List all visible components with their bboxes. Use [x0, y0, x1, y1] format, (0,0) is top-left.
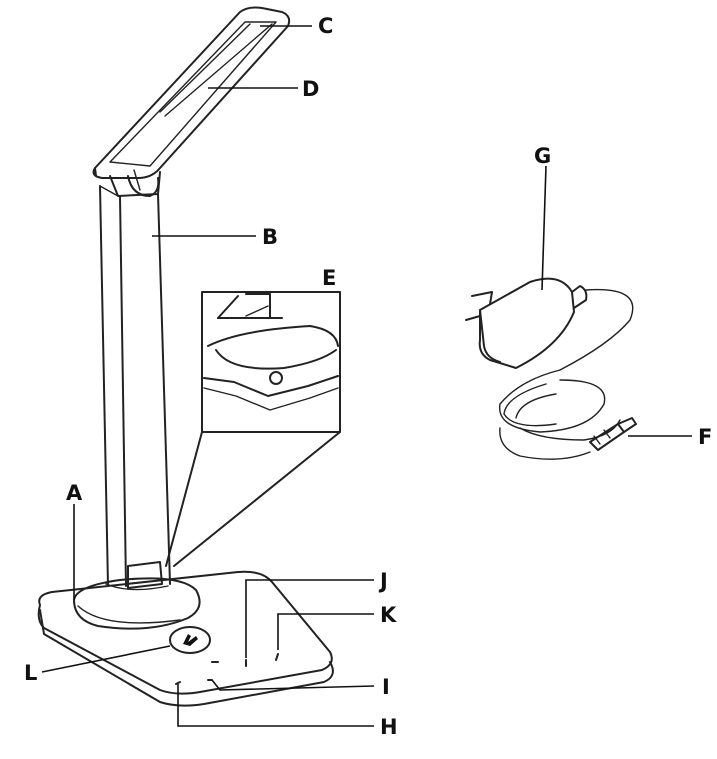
label-h: H [380, 715, 398, 739]
power-adapter [465, 277, 637, 460]
label-k: K [380, 603, 397, 627]
label-b: B [262, 225, 278, 249]
lamp-base [37, 570, 334, 707]
label-f: F [698, 425, 712, 449]
label-i: I [382, 675, 390, 699]
labels: C D B E A G F J K L I H [24, 14, 712, 739]
lamp-arm [99, 185, 171, 587]
lamp-head [92, 6, 291, 179]
label-g: G [534, 144, 551, 168]
label-c: C [318, 14, 333, 38]
label-j: J [378, 569, 388, 593]
hand-touch-icon[interactable] [183, 634, 198, 646]
label-d: D [302, 77, 319, 101]
label-e: E [322, 266, 336, 290]
detail-inset [165, 291, 341, 567]
label-a: A [66, 481, 83, 505]
label-l: L [24, 661, 37, 685]
leader-lines [41, 25, 692, 727]
lamp-hinge [109, 169, 161, 197]
